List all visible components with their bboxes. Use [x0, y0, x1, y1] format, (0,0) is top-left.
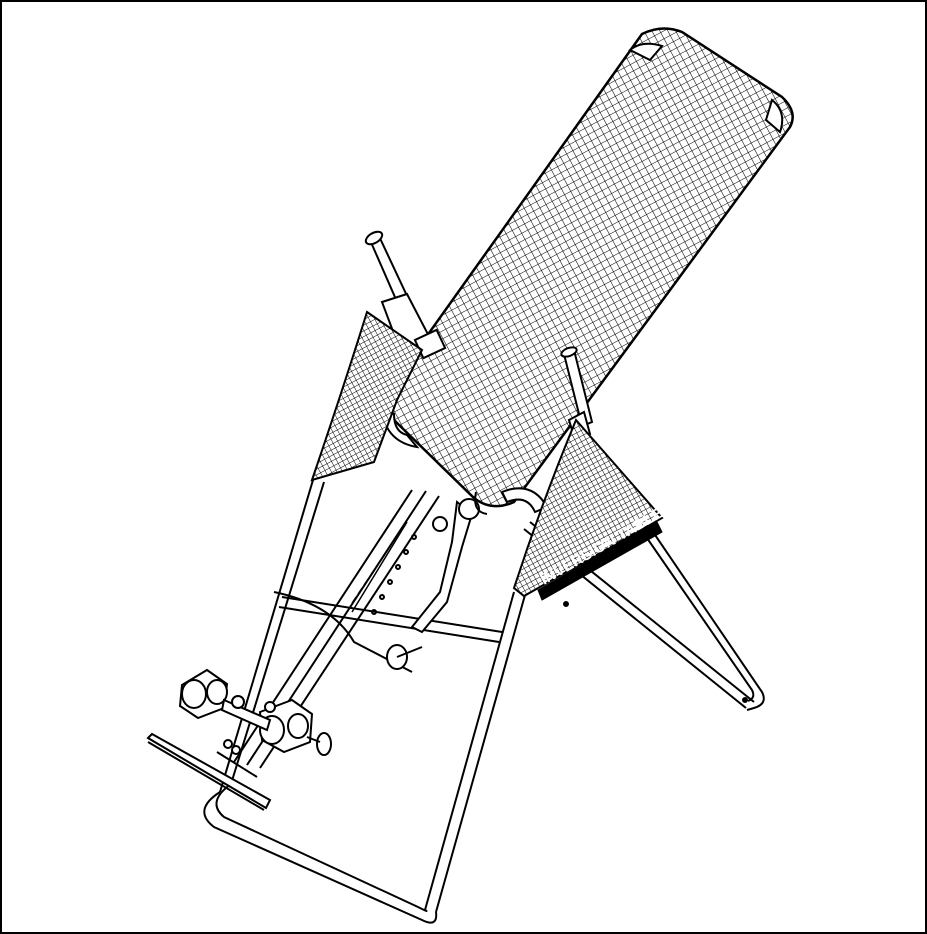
- left-side-panel: [310, 310, 424, 482]
- adjustment-lever: [386, 498, 480, 670]
- foot-plate: [146, 732, 272, 811]
- front-leg-frame: [203, 479, 526, 924]
- ankle-lock-assembly: [178, 668, 332, 778]
- cross-bar: [273, 591, 503, 673]
